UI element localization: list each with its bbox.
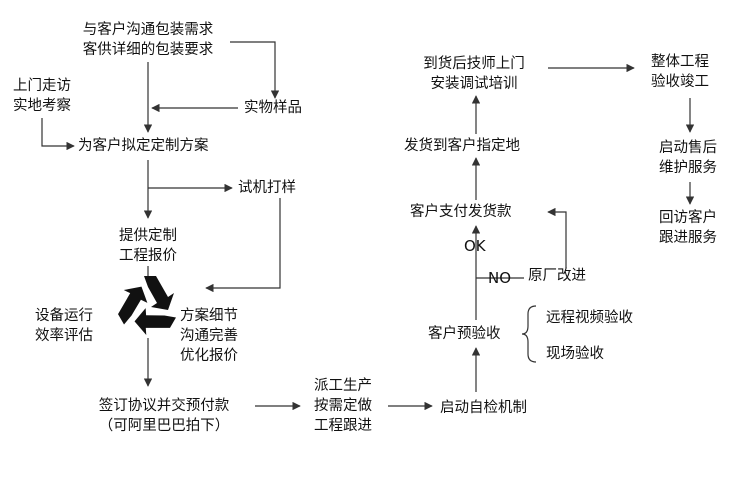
arrow-communicate-to-sample [230, 41, 280, 99]
label-no: NO [488, 269, 512, 287]
node-pay: 客户支付发货款 [410, 204, 512, 220]
arrow-trial-to-recycle [205, 198, 281, 293]
node-selfcheck: 启动自检机制 [440, 400, 527, 416]
arrow-visit-to-plan [41, 118, 75, 151]
node-preaccept: 客户预验收 [428, 326, 501, 342]
node-plan: 为客户拟定定制方案 [78, 138, 209, 154]
node-sample: 实物样品 [244, 100, 302, 116]
node-sign: 签订协议并交预付款 （可阿里巴巴拍下） [98, 398, 230, 434]
node-produce: 派工生产 按需定做 工程跟进 [314, 378, 372, 434]
node-communicate: 与客户沟通包装需求 客供详细的包装要求 [82, 22, 214, 58]
node-rework: 原厂改进 [528, 268, 586, 284]
recycle-icon [118, 276, 176, 336]
label-ok: OK [464, 237, 486, 255]
node-visit: 上门走访 实地考察 [13, 78, 71, 114]
node-eval: 设备运行 效率评估 [35, 308, 93, 344]
acceptance-brace [521, 305, 537, 363]
node-aftersale: 启动售后 维护服务 [659, 140, 717, 176]
arrow-rework-to-pay [547, 207, 567, 268]
node-remote: 远程视频验收 [546, 310, 633, 326]
node-followup: 回访客户 跟进服务 [659, 210, 717, 246]
node-complete: 整体工程 验收竣工 [651, 54, 709, 90]
node-trial: 试机打样 [238, 180, 296, 196]
node-refine: 方案细节 沟通完善 优化报价 [180, 308, 238, 364]
node-install: 到货后技师上门 安装调试培训 [423, 56, 525, 92]
node-quote: 提供定制 工程报价 [119, 228, 177, 264]
node-ship: 发货到客户指定地 [404, 138, 520, 154]
node-onsite: 现场验收 [546, 346, 604, 362]
